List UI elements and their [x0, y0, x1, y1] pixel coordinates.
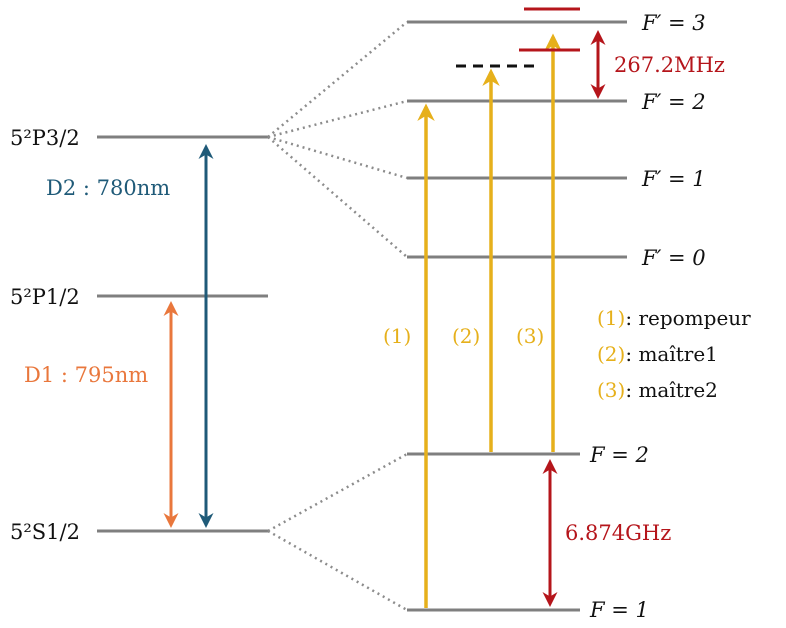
legend-item: (1): repompeur [597, 306, 751, 330]
label-fp3: F′ = 3 [641, 11, 706, 35]
ground-connectors [267, 452, 408, 612]
label-f2: F = 2 [589, 443, 649, 467]
label-laser-1: (1) [383, 324, 411, 348]
label-5s12: 5²S1/2 [10, 520, 80, 544]
label-d1: D1 : 795nm [24, 363, 148, 387]
label-laser-3: (3) [516, 324, 544, 348]
label-5p12: 5²P1/2 [10, 285, 80, 309]
label-5p32: 5²P3/2 [10, 126, 80, 150]
label-excited-splitting: 267.2MHz [614, 53, 725, 77]
label-f1: F = 1 [589, 598, 649, 622]
label-fp2: F′ = 2 [641, 90, 706, 114]
label-laser-2: (2) [452, 324, 480, 348]
label-ground-splitting: 6.874GHz [565, 521, 671, 545]
label-d2: D2 : 780nm [46, 176, 170, 200]
excited-connectors [267, 21, 408, 258]
legend-item: (2): maître1 [597, 342, 718, 366]
legend-item: (3): maître2 [597, 378, 718, 402]
legend: (1): repompeur (2): maître1 (3): maître2 [597, 306, 751, 402]
label-fp1: F′ = 1 [641, 167, 706, 191]
label-fp0: F′ = 0 [641, 246, 706, 270]
